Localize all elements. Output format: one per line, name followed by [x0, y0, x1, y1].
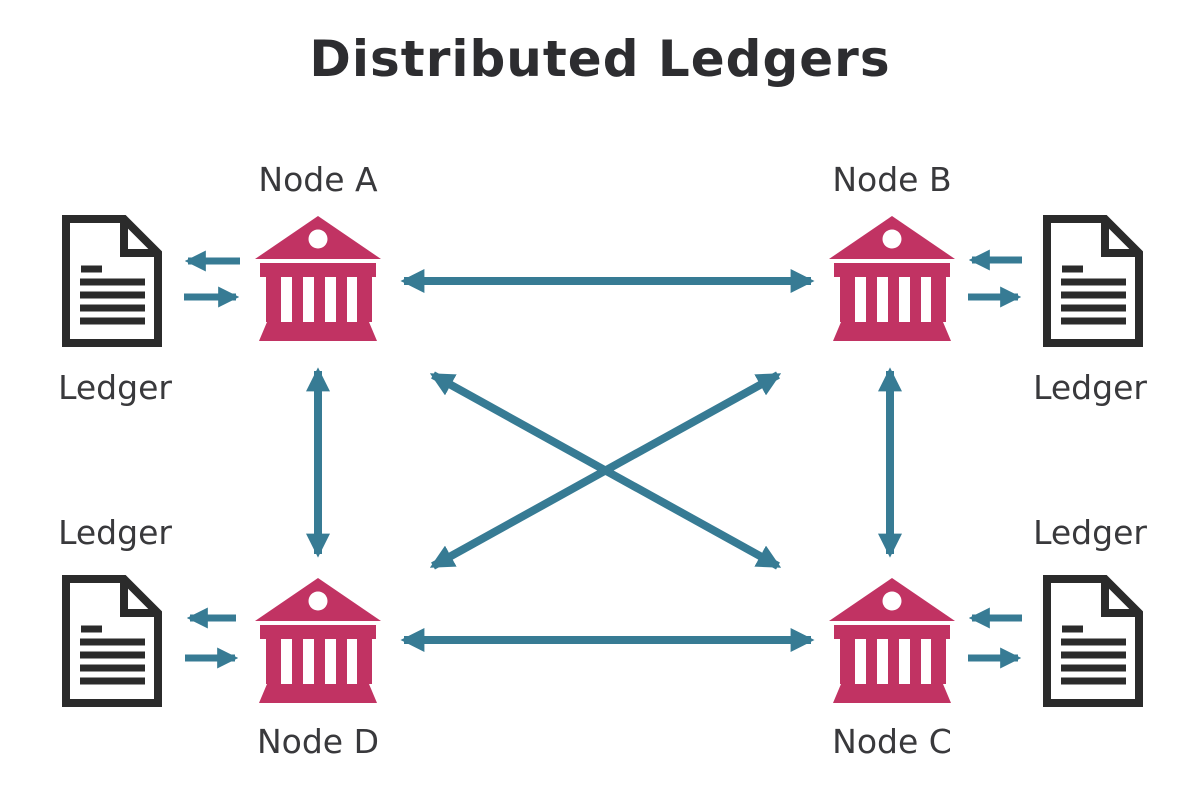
node-a-label: Node A	[258, 160, 378, 199]
node-c-bank-icon	[829, 578, 955, 703]
ledger-bottom-right-document-icon	[1043, 575, 1143, 707]
ledger-top-right-label: Ledger	[1033, 368, 1147, 407]
node-c-label: Node C	[832, 722, 952, 761]
node-b-label: Node B	[832, 160, 952, 199]
node-b-bank-icon	[829, 216, 955, 341]
ledger-bottom-left-document-icon	[62, 575, 162, 707]
arrow-node-d-node-b	[429, 371, 782, 570]
node-d-bank-icon	[255, 578, 381, 703]
diagram-title: Distributed Ledgers	[309, 30, 891, 88]
node-d-label: Node D	[256, 722, 380, 761]
ledger-bottom-left-label: Ledger	[58, 513, 172, 552]
ledger-bottom-right-label: Ledger	[1033, 513, 1147, 552]
ledger-top-left-document-icon	[62, 215, 162, 347]
node-a-bank-icon	[255, 216, 381, 341]
ledger-top-right-document-icon	[1043, 215, 1143, 347]
ledger-top-left-label: Ledger	[58, 368, 172, 407]
